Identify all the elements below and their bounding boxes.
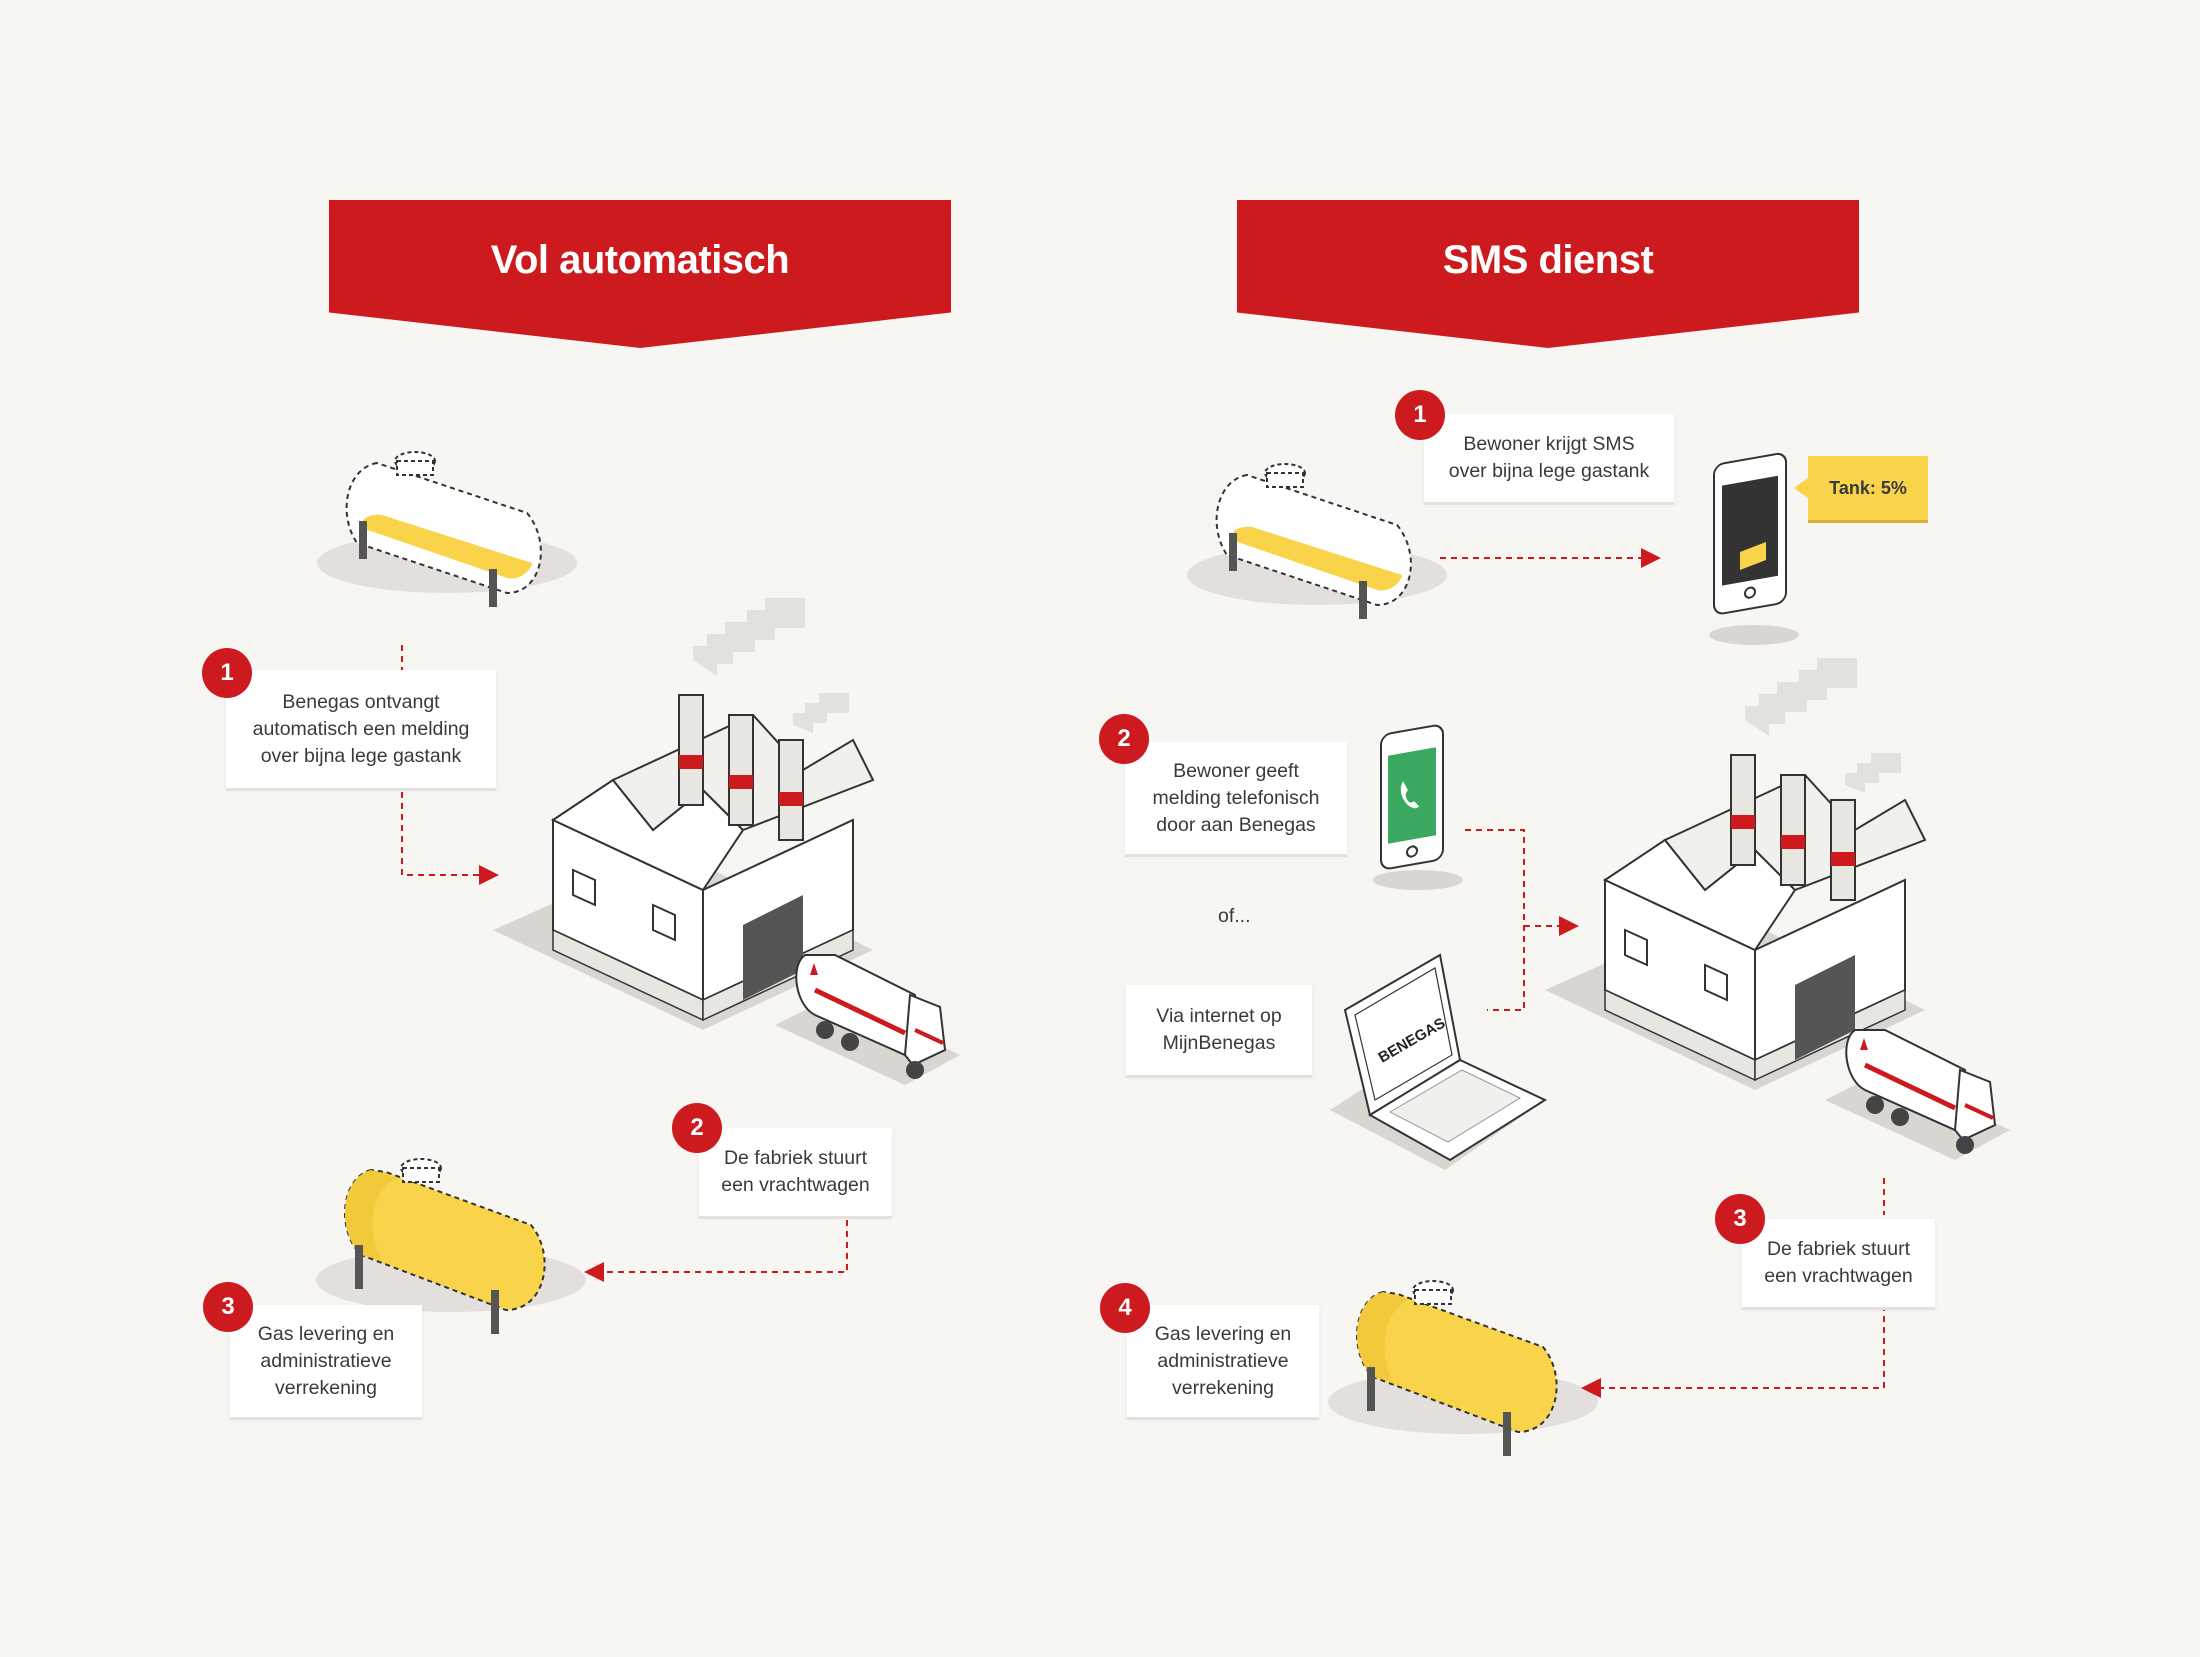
- gas-truck-icon: [775, 955, 960, 1085]
- step-box-right-4: Gas levering en administratieve verreken…: [1127, 1305, 1319, 1417]
- banner-vol-automatisch: Vol automatisch: [329, 200, 951, 348]
- or-text: of...: [1218, 905, 1251, 927]
- gas-truck-icon: [1825, 1030, 2010, 1160]
- banner-title: Vol automatisch: [490, 238, 790, 282]
- full-gas-tank-icon: [1327, 1280, 1599, 1457]
- step-badge-left-3: 3: [203, 1282, 253, 1332]
- sms-message-icon: [1740, 542, 1766, 570]
- step-box-left-3: Gas levering en administratieve verreken…: [230, 1305, 422, 1417]
- internet-option-box: Via internet op MijnBenegas: [1126, 985, 1312, 1075]
- step-badge-right-4: 4: [1100, 1283, 1150, 1333]
- empty-gas-tank-icon: [1186, 463, 1448, 620]
- empty-gas-tank-icon: [316, 451, 578, 608]
- step-box-left-1: Benegas ontvangt automatisch een melding…: [226, 670, 496, 788]
- step-badge-left-2: 2: [672, 1103, 722, 1153]
- step-box-right-2: Bewoner geeft melding telefonisch door a…: [1125, 742, 1347, 854]
- laptop-icon: BENEGAS: [1330, 953, 1548, 1170]
- banner-sms-dienst: SMS dienst: [1237, 200, 1859, 348]
- step-badge-right-3: 3: [1715, 1194, 1765, 1244]
- banner-title: SMS dienst: [1442, 238, 1654, 282]
- step-box-right-1: Bewoner krijgt SMS over bijna lege gasta…: [1424, 414, 1674, 502]
- step-badge-left-1: 1: [202, 648, 252, 698]
- step-badge-right-1: 1: [1395, 390, 1445, 440]
- step-box-left-2: De fabriek stuurt een vrachtwagen: [699, 1128, 892, 1216]
- call-phone-icon: [1373, 724, 1463, 890]
- factory-icon: [1544, 657, 1926, 1091]
- step-box-right-3: De fabriek stuurt een vrachtwagen: [1742, 1219, 1935, 1307]
- step-badge-right-2: 2: [1099, 714, 1149, 764]
- sms-tank-level-tooltip: Tank: 5%: [1794, 456, 1928, 520]
